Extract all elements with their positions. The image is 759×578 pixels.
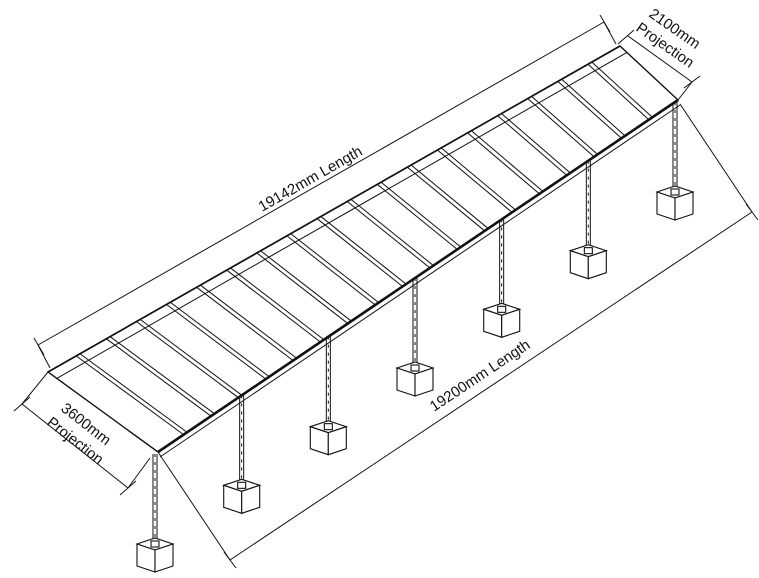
roof-rafter bbox=[320, 216, 407, 285]
bottom-length-label: 19200mm Length bbox=[427, 336, 534, 415]
roof-rafter bbox=[260, 250, 352, 322]
post-base-plate bbox=[237, 481, 247, 489]
roof-rafter bbox=[561, 78, 626, 137]
roof-rafter bbox=[531, 96, 599, 155]
roof-rafter bbox=[226, 269, 321, 343]
roof-rafter bbox=[587, 63, 649, 120]
roof-rafter bbox=[286, 235, 376, 306]
footing-right-face bbox=[241, 484, 261, 515]
roof-group bbox=[46, 45, 681, 458]
back-wall-plate bbox=[47, 45, 621, 373]
top-extension-right bbox=[603, 21, 617, 45]
roof-rafter bbox=[200, 284, 298, 359]
roof-rafter bbox=[471, 130, 544, 193]
left-projection-line bbox=[21, 403, 129, 489]
left-extension-top bbox=[21, 371, 49, 405]
footing-right-face bbox=[674, 191, 694, 221]
post-base-plate bbox=[323, 423, 333, 431]
roof-back-beam bbox=[56, 52, 628, 379]
roof-rafter bbox=[136, 321, 239, 398]
post-base-plate bbox=[670, 188, 680, 196]
footing-right-face bbox=[501, 308, 521, 339]
post-base-plate bbox=[410, 364, 420, 372]
footing-right-face bbox=[327, 425, 347, 456]
roof-rafter bbox=[316, 218, 403, 287]
roof-rafter bbox=[196, 286, 294, 361]
right-projection-tick-top bbox=[617, 29, 635, 45]
post-base-plate bbox=[497, 305, 507, 313]
left-extension-bottom bbox=[127, 457, 151, 489]
footing-right-face bbox=[414, 367, 434, 397]
roof-rafter bbox=[467, 132, 540, 195]
roof-rafter bbox=[501, 113, 571, 174]
roof-rafter bbox=[346, 201, 430, 269]
roof-rafter bbox=[527, 98, 595, 157]
roof-rafter bbox=[350, 199, 434, 267]
roof-rafter bbox=[109, 336, 216, 415]
roof-rafter bbox=[406, 166, 485, 232]
top-dimension-line bbox=[37, 21, 605, 346]
right-projection-line bbox=[627, 35, 693, 83]
roof-rafter bbox=[410, 164, 489, 230]
bottom-extension-right bbox=[679, 103, 753, 213]
roof-rafter bbox=[230, 267, 325, 341]
posts-group bbox=[135, 102, 695, 573]
post-base-plate bbox=[583, 247, 593, 255]
roof-rafter bbox=[166, 303, 266, 380]
roof-rafter bbox=[380, 181, 462, 248]
post-base-plate bbox=[150, 540, 160, 548]
roof-rafter bbox=[105, 338, 212, 417]
roof-rafter bbox=[557, 80, 622, 139]
roof-rafter bbox=[376, 183, 458, 250]
footing-right-face bbox=[587, 249, 607, 280]
roof-rafter bbox=[591, 61, 653, 118]
roof-rafter bbox=[437, 149, 513, 213]
footing-right-face bbox=[154, 543, 174, 573]
right-extension bbox=[677, 81, 693, 101]
roof-rafter bbox=[75, 355, 184, 435]
bottom-dimension-line bbox=[229, 211, 753, 561]
roof-rafter bbox=[441, 147, 517, 211]
roof-rafter bbox=[256, 252, 348, 324]
top-extension-left bbox=[37, 344, 51, 369]
front-gutter-beam bbox=[157, 98, 679, 454]
roof-rafter bbox=[497, 115, 567, 176]
roof-rafter bbox=[170, 301, 270, 378]
bottom-extension-left bbox=[157, 451, 231, 561]
roof-rafter bbox=[140, 319, 243, 396]
front-gutter-underside bbox=[159, 104, 681, 458]
roof-rafter bbox=[290, 233, 380, 304]
roof-rafter bbox=[79, 353, 188, 433]
